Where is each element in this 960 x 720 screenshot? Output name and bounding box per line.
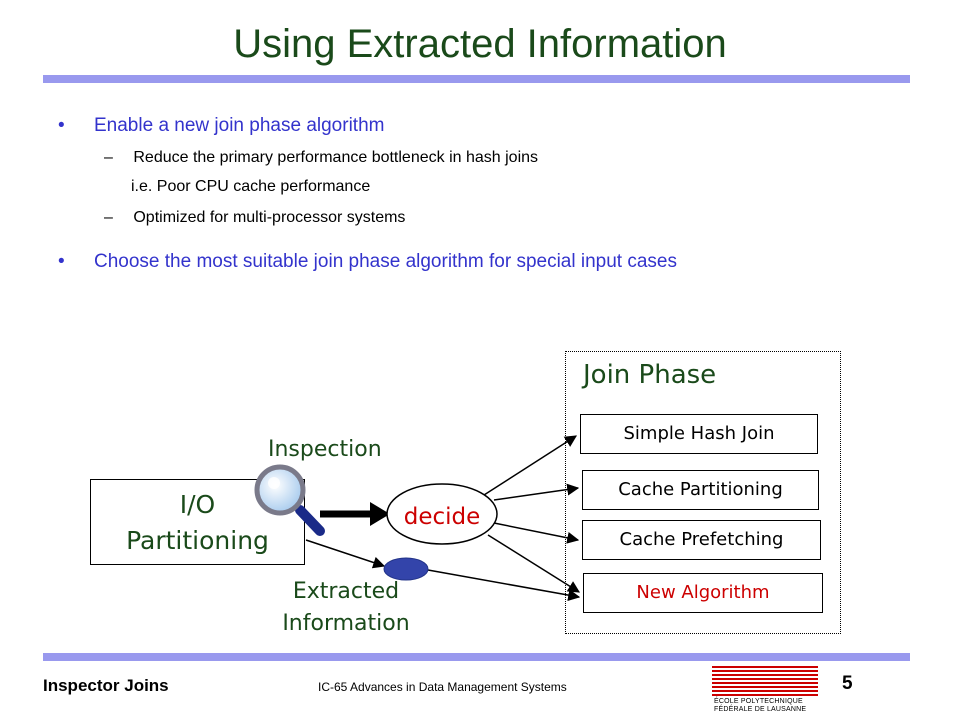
- sub-bullet-1-text: Reduce the primary performance bottlenec…: [133, 149, 539, 166]
- magnifier-icon: [254, 464, 325, 536]
- arrow-to-cache-partitioning: [493, 483, 580, 501]
- arrow-to-simple-hash-join: [483, 435, 578, 496]
- arrow-to-cache-prefetching: [493, 522, 580, 544]
- sub-bullet-1: – Reduce the primary performance bottlen…: [104, 149, 538, 167]
- epfl-logo-line1: ÉCOLE POLYTECHNIQUE: [714, 698, 803, 705]
- footer-divider: [43, 653, 910, 661]
- decide-ellipse: [386, 483, 498, 545]
- dash: –: [104, 149, 113, 166]
- algorithm-cache-prefetching: Cache Prefetching: [582, 520, 821, 560]
- bullet-dot: •: [58, 251, 65, 272]
- sub-bullet-2: – Optimized for multi-processor systems: [104, 209, 405, 227]
- page-number: 5: [842, 673, 853, 694]
- sub-bullet-1-continuation: i.e. Poor CPU cache performance: [131, 178, 371, 195]
- bullet-2-text: Choose the most suitable join phase algo…: [94, 251, 677, 272]
- arrow-to-new-algorithm: [487, 534, 581, 593]
- bullet-dot: •: [58, 115, 65, 136]
- algorithm-cache-partitioning: Cache Partitioning: [582, 470, 819, 510]
- sub-bullet-2-text: Optimized for multi-processor systems: [133, 209, 406, 226]
- dash: –: [104, 209, 113, 226]
- extracted-to-new-algorithm-arrow: [427, 569, 581, 602]
- extracted-line2: Information: [282, 611, 410, 636]
- algorithm-simple-hash-join: Simple Hash Join: [580, 414, 818, 454]
- epfl-logo-line2: FÉDÉRALE DE LAUSANNE: [714, 706, 807, 713]
- join-phase-label: Join Phase: [583, 360, 717, 390]
- footer-course-name: IC-65 Advances in Data Management System…: [318, 680, 567, 694]
- algorithm-new: New Algorithm: [583, 573, 823, 613]
- inspection-arrow-head: [370, 502, 390, 526]
- epfl-logo-mark: [712, 664, 818, 696]
- title-divider: [43, 75, 910, 83]
- inspection-label: Inspection: [268, 437, 382, 462]
- io-label-line1: I/O: [179, 490, 216, 519]
- epfl-logo: ÉCOLE POLYTECHNIQUE FÉDÉRALE DE LAUSANNE: [712, 664, 818, 714]
- bullet-1-text: Enable a new join phase algorithm: [94, 115, 385, 136]
- extracted-info-ellipse: [383, 557, 429, 581]
- io-to-extracted-arrow: [305, 539, 386, 569]
- join-phase-container: [565, 351, 841, 634]
- slide-title: Using Extracted Information: [233, 22, 727, 66]
- extracted-line1: Extracted: [292, 579, 400, 604]
- extracted-information-label: Extracted Information: [258, 576, 434, 640]
- decide-label: decide: [404, 504, 481, 530]
- io-label-line2: Partitioning: [126, 526, 269, 555]
- footer-course-title: Inspector Joins: [43, 676, 169, 695]
